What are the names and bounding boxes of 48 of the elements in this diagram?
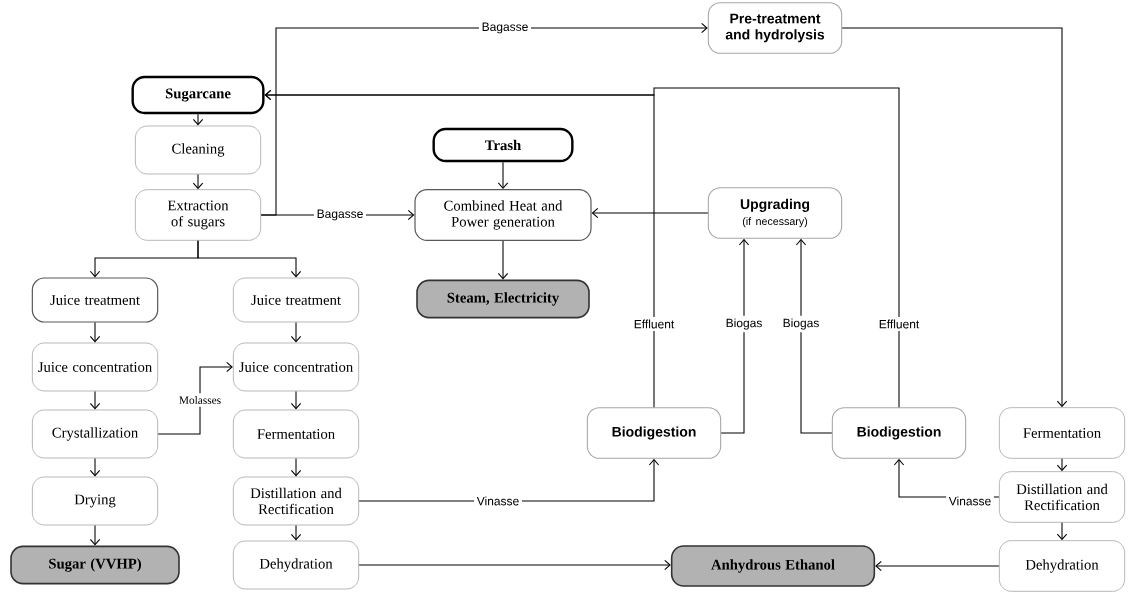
process-box: Juice treatment <box>31 277 159 323</box>
product-box: Steam, Electricity <box>416 279 590 319</box>
arrow <box>358 559 671 571</box>
edge-label: Molasses <box>176 393 224 407</box>
arrow <box>264 87 900 408</box>
arrow <box>89 457 101 477</box>
input-box: Trash <box>432 127 574 163</box>
process-box: Biodigestion <box>831 407 967 459</box>
arrow <box>1056 458 1068 472</box>
process-box: Cleaning <box>134 125 262 175</box>
process-box: Upgrading (if necessary) <box>707 187 843 239</box>
arrow <box>290 524 302 541</box>
arrow <box>720 238 750 434</box>
arrow <box>875 560 1000 572</box>
arrow <box>290 321 302 343</box>
arrow <box>197 240 302 278</box>
process-box: Crystallization <box>31 409 159 459</box>
process-box: Distillation and Rectification <box>998 471 1126 523</box>
process-box: Juice concentration <box>31 342 159 392</box>
process-box: Distillation and Rectification <box>232 476 360 526</box>
arrow <box>89 524 101 546</box>
arrow <box>497 161 509 190</box>
process-box: Fermentation <box>232 409 360 459</box>
arrow <box>192 173 204 190</box>
product-box: Anhydrous Ethanol <box>670 545 876 587</box>
arrow <box>1056 522 1068 541</box>
arrow <box>290 390 302 410</box>
process-box: Drying <box>31 476 159 526</box>
process-box: Juice treatment <box>232 277 360 323</box>
input-box: Sugarcane <box>131 75 265 115</box>
process-box: Biodigestion <box>586 407 722 459</box>
arrow <box>89 390 101 410</box>
process-box: Dehydration <box>998 540 1126 592</box>
process-box: Pre-treatment and hydrolysis <box>707 2 843 54</box>
process-box: Combined Heat and Power generation <box>414 189 592 241</box>
arrow <box>192 113 204 126</box>
arrow <box>795 238 833 434</box>
arrow <box>290 457 302 477</box>
process-box: Dehydration <box>232 540 360 590</box>
process-box: Fermentation <box>998 407 1126 459</box>
arrow <box>89 322 101 343</box>
arrow <box>841 27 1068 408</box>
arrow <box>157 361 233 435</box>
arrow <box>591 207 709 219</box>
process-box: Extraction of sugars <box>134 189 262 241</box>
arrow <box>497 240 509 280</box>
process-box: Juice concentration <box>232 342 360 392</box>
product-box: Sugar (VVHP) <box>10 545 180 585</box>
